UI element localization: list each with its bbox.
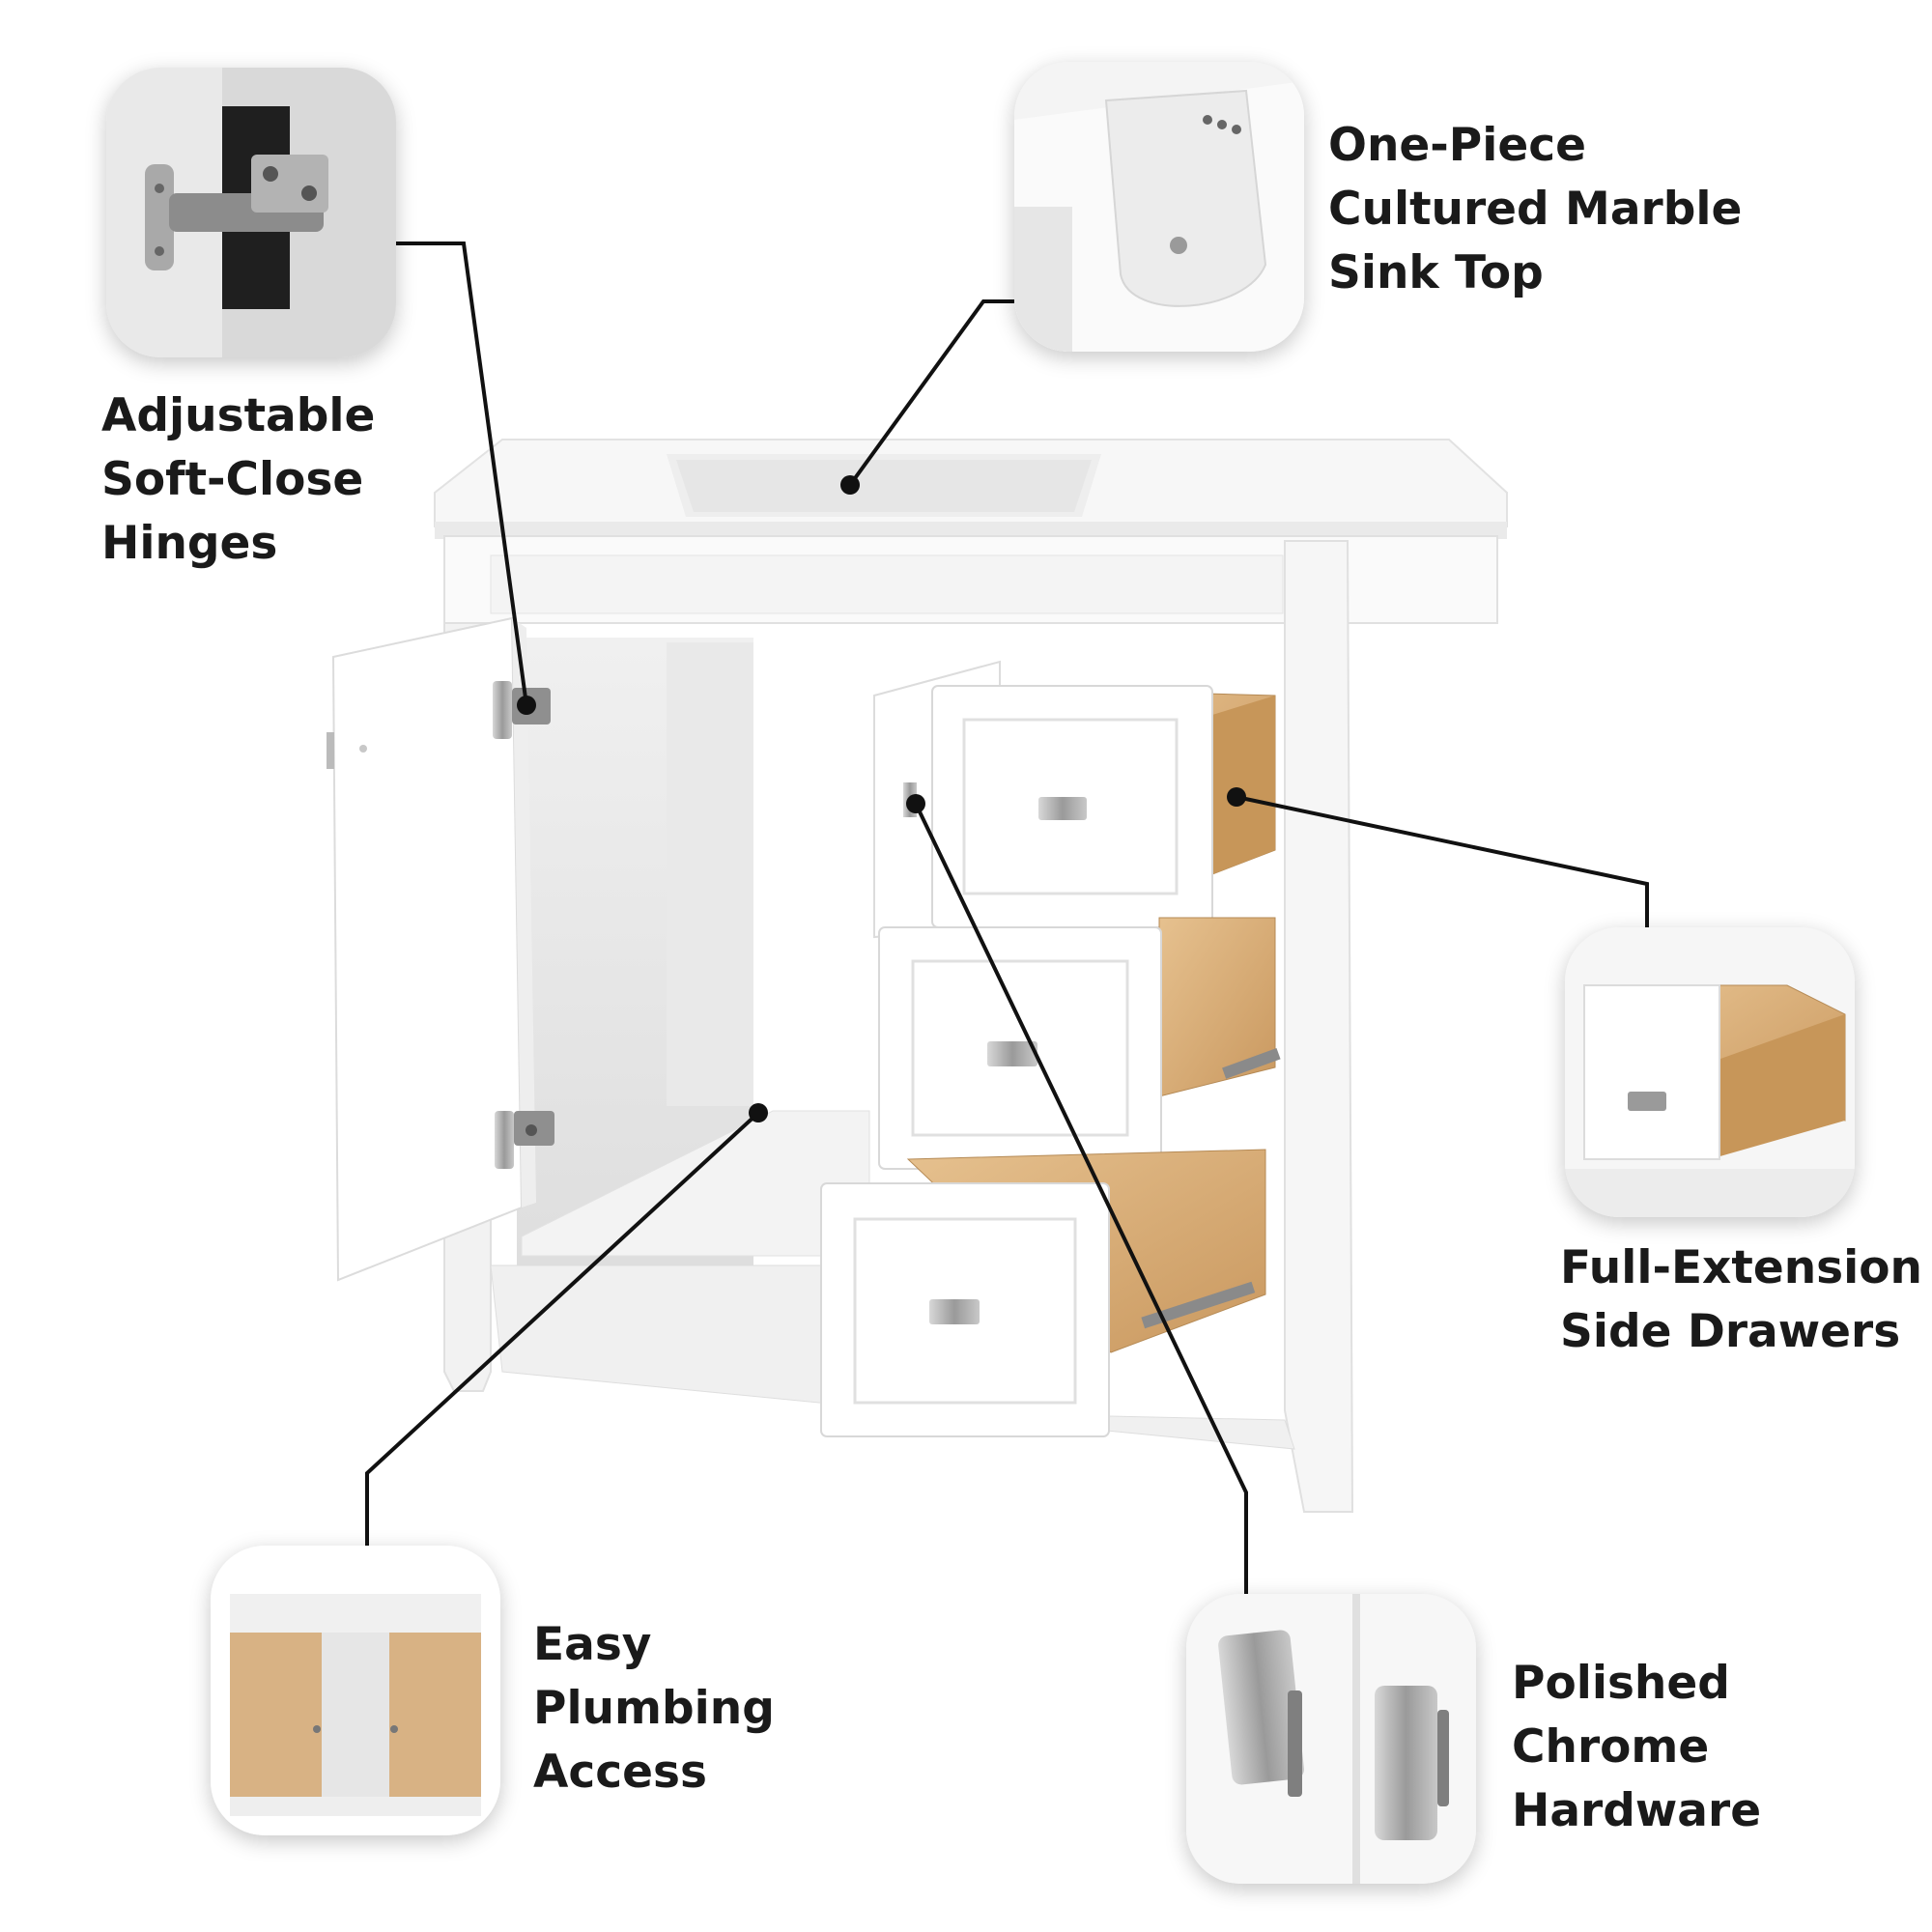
drawer-top (931, 685, 1276, 928)
drawers-label: Full-Extension Side Drawers (1560, 1236, 1922, 1364)
hinge-lower (495, 1111, 554, 1169)
sink-top-label: One-Piece Cultured Marble Sink Top (1328, 114, 1742, 305)
label-line: Full-Extension (1560, 1241, 1923, 1294)
hinges-label: Adjustable Soft-Close Hinges (101, 384, 375, 576)
hinge-thumbnail (106, 68, 396, 357)
callout-dots (517, 475, 1246, 1122)
label-line: Soft-Close (101, 453, 364, 506)
hardware-label: Polished Chrome Hardware (1512, 1652, 1761, 1843)
drawer-thumbnail (1565, 927, 1855, 1217)
label-line: Polished (1512, 1657, 1730, 1710)
sink-top (434, 439, 1508, 539)
hardware-thumbnail (1186, 1594, 1476, 1884)
hinge-icon (106, 68, 396, 357)
drawer-bottom (820, 1149, 1266, 1437)
label-line: Chrome (1512, 1720, 1710, 1774)
cabinet-back-icon (211, 1546, 500, 1835)
callout-lines (365, 242, 1649, 1594)
cabinet-body (443, 535, 1498, 1513)
plumbing-label: Easy Plumbing Access (533, 1613, 775, 1804)
sink-top-icon (1014, 62, 1304, 352)
label-line: Adjustable (101, 389, 376, 442)
open-cabinet-door (327, 616, 554, 1282)
label-line: Access (533, 1746, 707, 1799)
label-line: One-Piece (1328, 119, 1586, 172)
plumbing-thumbnail (211, 1546, 500, 1835)
sink-top-thumbnail (1014, 62, 1304, 352)
label-line: Hinges (101, 517, 278, 570)
label-line: Hardware (1512, 1784, 1762, 1837)
drawer-icon (1565, 927, 1855, 1217)
label-line: Side Drawers (1560, 1305, 1901, 1358)
drawer-middle (878, 917, 1281, 1170)
label-line: Plumbing (533, 1682, 775, 1735)
label-line: Sink Top (1328, 246, 1544, 299)
chrome-pull-icon (1186, 1594, 1476, 1884)
label-line: Easy (533, 1618, 652, 1671)
label-line: Cultured Marble (1328, 183, 1743, 236)
